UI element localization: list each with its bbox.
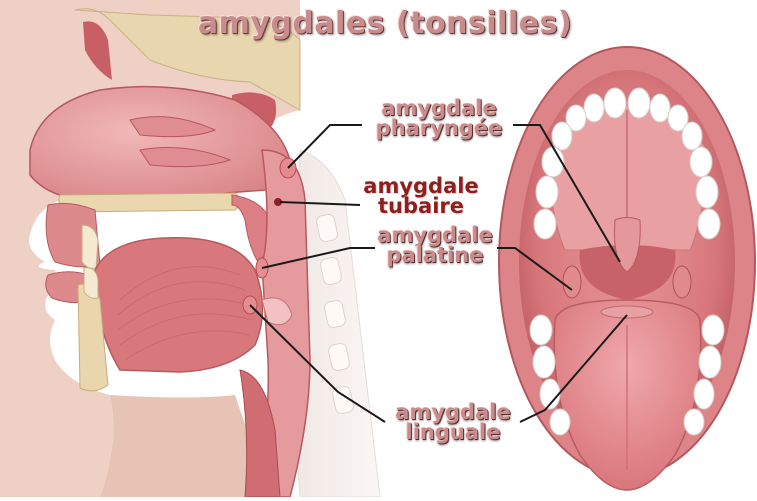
label-amygdale-tubaire: amygdale tubaire xyxy=(358,176,484,216)
label-amygdale-pharyngee: amygdale pharyngée xyxy=(360,98,518,138)
label-tubaire-line2: tubaire xyxy=(358,196,484,216)
palatine-tonsil-right xyxy=(673,266,691,298)
sagittal-section xyxy=(0,0,380,497)
open-mouth-view xyxy=(499,47,755,490)
lower-incisor xyxy=(84,268,98,299)
label-amygdale-linguale: amygdale linguale xyxy=(385,402,521,442)
label-pharyngee-line2: pharyngée xyxy=(360,118,518,138)
label-palatine-line1: amygdale xyxy=(370,225,500,245)
label-palatine-line2: palatine xyxy=(370,245,500,265)
label-linguale-line1: amygdale xyxy=(385,402,521,422)
diagram-title: amygdales (tonsilles) xyxy=(175,6,595,41)
label-pharyngee-line1: amygdale xyxy=(360,98,518,118)
palatine-tonsil-left xyxy=(563,266,581,298)
label-tubaire-line1: amygdale xyxy=(358,176,484,196)
label-linguale-line2: linguale xyxy=(385,422,521,442)
tongue xyxy=(95,238,263,372)
label-amygdale-palatine: amygdale palatine xyxy=(370,225,500,265)
